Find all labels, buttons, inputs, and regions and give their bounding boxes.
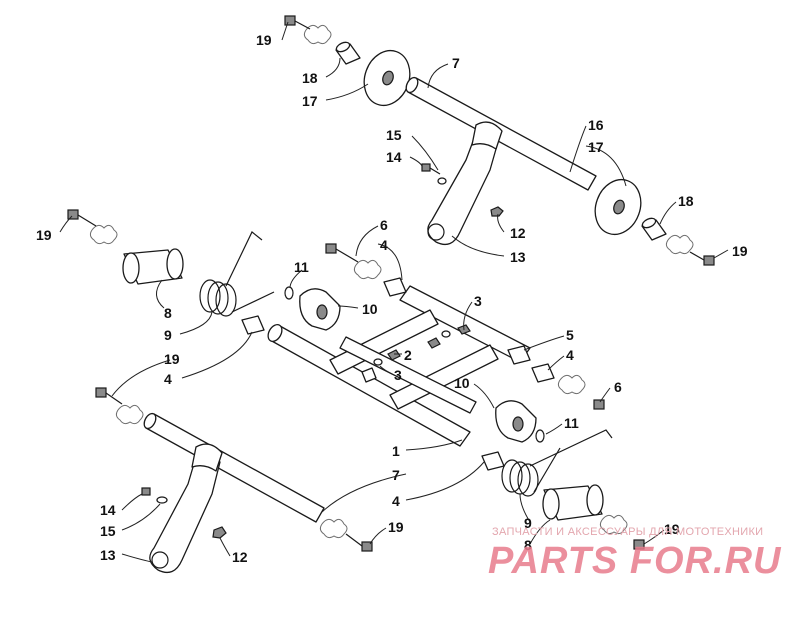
spacer-18-top <box>335 41 361 65</box>
callout-14: 14 <box>100 502 116 518</box>
callout-labels: 19 18 17 7 15 14 16 17 18 12 13 19 19 6 … <box>36 32 748 565</box>
upper-shock-arm-assembly <box>284 15 715 266</box>
callout-4: 4 <box>380 237 388 253</box>
bolt-6-top <box>325 243 382 280</box>
spacer-8-right <box>542 484 604 521</box>
bushing-4-centre <box>383 277 407 297</box>
callout-12: 12 <box>232 549 248 565</box>
lower-arm-assembly <box>95 387 373 574</box>
block-10-top <box>299 288 341 331</box>
spacer-8-left <box>122 248 184 285</box>
leader-lines <box>59 21 729 563</box>
callout-17: 17 <box>588 139 604 155</box>
callout-18: 18 <box>302 70 318 86</box>
callout-12: 12 <box>510 225 526 241</box>
bolt-14-lower <box>141 487 227 539</box>
bolt-19-top <box>284 15 332 45</box>
circlip-11-right <box>535 429 545 443</box>
bolt-19-right <box>665 234 715 266</box>
callout-13: 13 <box>510 249 526 265</box>
callout-13: 13 <box>100 547 116 563</box>
callout-8: 8 <box>164 305 172 321</box>
callout-11: 11 <box>294 259 309 275</box>
callout-9: 9 <box>164 327 172 343</box>
callout-7: 7 <box>452 55 460 71</box>
wheel-17-top <box>363 49 411 107</box>
wheel-17-right <box>594 178 642 236</box>
callout-7: 7 <box>392 467 400 483</box>
callout-3: 3 <box>394 367 402 383</box>
callout-18: 18 <box>678 193 694 209</box>
callout-19: 19 <box>664 521 680 537</box>
axle-lower <box>143 412 325 523</box>
right-spring-assembly <box>481 429 645 550</box>
callout-15: 15 <box>386 127 402 143</box>
bushing-4-right <box>481 451 505 471</box>
callout-15: 15 <box>100 523 116 539</box>
bolt-19-right-lower <box>599 514 645 550</box>
axle-top <box>405 76 597 191</box>
callout-9: 9 <box>524 515 532 531</box>
circlip-11-left <box>284 286 294 300</box>
spring-9-left <box>199 231 275 317</box>
callout-6: 6 <box>380 217 388 233</box>
bolt-19-left <box>67 209 118 245</box>
callout-8: 8 <box>524 537 532 553</box>
callout-14: 14 <box>386 149 402 165</box>
callout-11: 11 <box>564 415 579 431</box>
small-hardware-2-3 <box>361 324 471 383</box>
watermark-tagline: ЗАПЧАСТИ И АКСЕССУАРЫ ДЛЯ МОТОТЕХНИКИ <box>492 526 764 538</box>
bushing-4-left <box>241 315 265 335</box>
callout-10: 10 <box>362 301 378 317</box>
watermark: ЗАПЧАСТИ И АКСЕССУАРЫ ДЛЯ МОТОТЕХНИКИ PA… <box>470 520 800 620</box>
callout-19: 19 <box>164 351 180 367</box>
callout-4: 4 <box>164 371 172 387</box>
arm-13-lower <box>149 443 223 574</box>
callout-3: 3 <box>474 293 482 309</box>
block-10-bottom <box>495 400 537 443</box>
callout-10: 10 <box>454 375 470 391</box>
bolt-19-lower-right <box>319 518 373 552</box>
callout-1: 1 <box>392 443 400 459</box>
centre-frame <box>267 243 605 447</box>
callout-16: 16 <box>588 117 604 133</box>
callout-17: 17 <box>302 93 318 109</box>
left-spring-assembly <box>67 209 294 335</box>
callout-6: 6 <box>614 379 622 395</box>
arm-13-top <box>427 121 503 246</box>
spacer-18-right <box>641 217 667 241</box>
callout-4: 4 <box>566 347 574 363</box>
bolt-19-lower-left <box>95 387 144 425</box>
callout-5: 5 <box>566 327 574 343</box>
callout-4: 4 <box>392 493 400 509</box>
bushings-5-4-right <box>507 345 605 410</box>
callout-19: 19 <box>732 243 748 259</box>
callout-19: 19 <box>36 227 52 243</box>
watermark-logo: PARTS FOR.RU <box>488 540 782 582</box>
callout-19: 19 <box>256 32 272 48</box>
callout-19: 19 <box>388 519 404 535</box>
callout-2: 2 <box>404 347 412 363</box>
bolt-14-top <box>421 163 504 217</box>
